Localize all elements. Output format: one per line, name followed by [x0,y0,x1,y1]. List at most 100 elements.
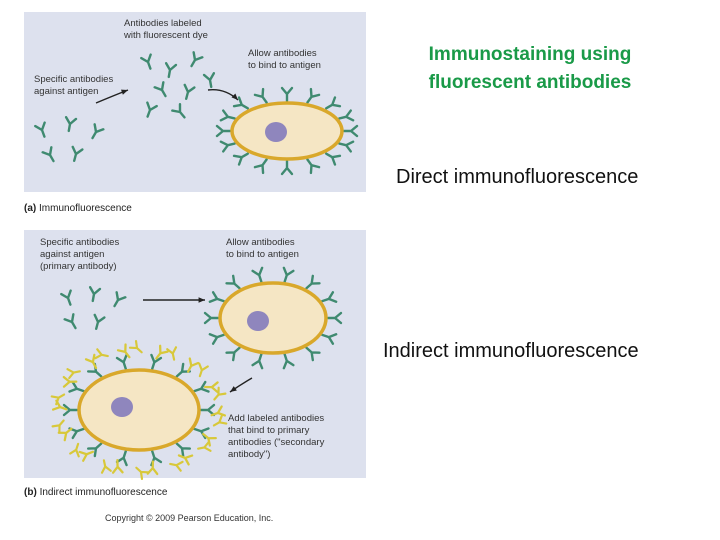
arrow-to-labeled-head [121,89,128,95]
labeled-antibody-icon [153,81,167,98]
label-primary-antibody: Specific antibodies against antigen (pri… [40,237,120,272]
cell-c-secondary-antibody-icon [51,419,65,434]
cell-c-antibody-icon [199,403,216,417]
labeled-antibody-icon [164,62,178,79]
primary-antibody-icon [63,313,77,330]
primary-antibody-icon [88,286,102,303]
cell-a-antibody-icon [306,87,321,104]
slide-title: Immunostaining using fluorescent antibod… [428,44,632,93]
label-allow-bind-b: Allow antibodies to bind to antigen [226,237,299,260]
cell-b-antibody-icon [203,311,220,325]
labeled-antibody-icon [171,102,186,119]
caption-a-letter: (a) [24,203,37,214]
cell-b-antibody-icon [282,353,295,370]
cell-b-antibody-icon [225,346,241,362]
cell-a-nucleus [265,122,287,142]
arrow-to-cell-a-head [231,93,238,100]
cell-c-secondary-antibody-icon [100,459,112,474]
cell-a-antibody-icon [215,124,232,138]
cell-c-secondary-antibody-icon [155,344,169,360]
cell-b-nucleus [247,311,269,331]
primary-antibody-icon [93,313,106,330]
cell-c-antibody-icon [150,353,163,371]
cell-c-antibody-icon [150,449,163,467]
cell-c-secondary-antibody-icon [50,393,66,406]
cell-c-secondary-antibody-icon [69,442,80,458]
cell-c-secondary-antibody-icon [66,368,81,380]
cell-c-secondary-antibody-icon [166,346,178,361]
cell-c-secondary-antibody-icon [111,459,124,474]
cell-b-antibody-icon [321,333,338,345]
cell-c-secondary-antibody-icon [197,440,212,452]
cell-b-antibody-icon [208,333,225,345]
cell-c-nucleus [111,397,133,417]
cell-a-antibody-icon [219,140,236,153]
cell-a-antibody-icon [280,159,294,176]
labeled-antibody-icon [146,101,158,118]
cell-c-secondary-antibody-icon [213,386,227,401]
cell-c-secondary-antibody-icon [128,339,143,354]
caption-a: (a) Immunofluorescence [24,203,132,214]
indirect-immunofluorescence-label: Indirect immunofluorescence [383,340,639,362]
arrow-to-cell-b-head [198,297,205,303]
cell-a-antibody-icon [253,158,268,175]
cell-c-antibody-icon [62,403,79,417]
cell-a-antibody-icon [232,96,250,110]
label-allow-bind-a: Allow antibodies to bind to antigen [248,48,321,71]
cell-a-antibody-icon [324,152,342,166]
cell-c-secondary-antibody-icon [62,375,78,388]
cell-a-antibody-icon [232,152,250,166]
cell-c-secondary-antibody-icon [212,414,228,427]
cell-c-secondary-antibody-icon [210,405,227,417]
cell-b-antibody-icon [251,353,264,370]
cell-c-secondary-antibody-icon [116,343,131,359]
cell-b-antibody-icon [282,266,295,283]
cell-c-secondary-antibody-icon [198,362,209,378]
cell-a-cell [230,101,344,161]
cell-a-antibody-icon [324,96,342,110]
direct-immunofluorescence-label: Direct immunofluorescence [396,166,639,188]
labeled-antibody-icon [190,51,204,68]
copyright-notice: Copyright © 2009 Pearson Education, Inc. [105,513,274,523]
cell-a-antibody-icon [219,109,236,122]
cell-a-antibody-icon [253,87,268,104]
arrow-to-secondary-head [230,386,237,392]
labeled-antibody-icon [202,72,216,89]
cell-c-antibody-icon [115,449,128,467]
cell-c-antibody-icon [68,380,85,393]
panel-b-background [24,230,366,478]
cell-a-antibody-icon [342,124,359,138]
cell-b-antibody-icon [225,274,241,290]
cell-c-secondary-antibody-icon [146,460,159,476]
label-specific-antibodies: Specific antibodies against antigen [34,74,114,97]
cell-c-antibody-icon [175,442,192,458]
cell-b-antibody-icon [208,291,225,303]
caption-b-letter: (b) [24,487,37,498]
cell-b-antibody-icon [305,346,321,362]
arrow-to-cell-a [207,89,239,101]
caption-b-text: Indirect immunofluorescence [39,487,168,498]
cell-a-antibody-icon [280,86,294,103]
cell-c-secondary-antibody-icon [177,454,194,466]
caption-b: (b) Indirect immunofluorescence [24,487,167,498]
cell-c-secondary-antibody-icon [135,466,150,481]
label-secondary-antibody: Add labeled antibodies that bind to prim… [228,413,325,460]
label-labeled-antibodies: Antibodies labeled with fluorescent dye [124,18,208,41]
cell-c-antibody-icon [86,442,103,458]
cell-a-antibody-icon [338,109,355,122]
cell-b-antibody-icon [251,266,264,283]
free-antibody-icon [91,123,105,140]
cell-b-antibody-icon [305,274,321,290]
labeled-antibody-icon [183,83,196,100]
cell-c-antibody-icon [193,380,210,393]
free-antibody-icon [64,116,78,133]
cell-b-antibody-icon [326,311,343,325]
cell-b-cell [218,281,328,355]
cell-c-secondary-antibody-icon [186,357,200,373]
caption-a-text: Immunofluorescence [39,203,132,214]
primary-antibody-icon [60,289,72,306]
free-antibody-icon [41,146,55,163]
free-antibody-icon [71,145,84,162]
cell-c-secondary-antibody-icon [78,450,95,462]
